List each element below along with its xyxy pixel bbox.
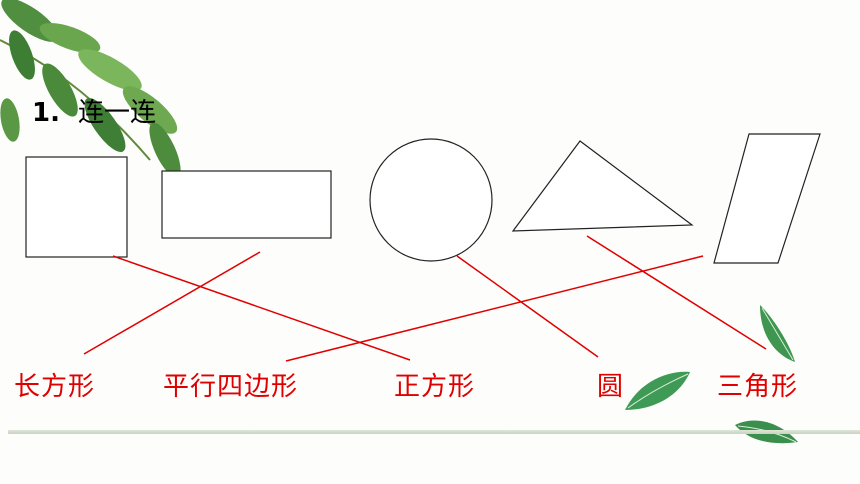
label-circle: 圆 (597, 372, 625, 402)
label-square: 正方形 (394, 372, 476, 402)
answer-line-rectangle (83, 251, 261, 355)
bottom-divider (8, 430, 860, 434)
square-shape (25, 156, 128, 258)
exercise-title: 1. 连一连 (32, 92, 156, 129)
answer-line-circle (456, 255, 599, 358)
label-rectangle: 长方形 (14, 372, 96, 402)
leaf-single-middle (625, 371, 690, 410)
answer-line-square (112, 255, 411, 361)
circle-shape (369, 138, 493, 262)
label-parallelogram: 平行四边形 (163, 372, 299, 402)
parallelogram-shape (713, 133, 821, 264)
leaf-branch-top-left (0, 0, 181, 178)
answer-line-triangle (586, 235, 767, 350)
exercise-number: 1. (32, 98, 60, 128)
answer-line-parallelogram (285, 255, 704, 362)
rectangle-shape (161, 170, 332, 239)
exercise-instruction: 连一连 (77, 98, 156, 128)
label-triangle: 三角形 (717, 372, 799, 402)
leaf-single-right-top (760, 305, 795, 362)
triangle-shape (511, 140, 694, 232)
